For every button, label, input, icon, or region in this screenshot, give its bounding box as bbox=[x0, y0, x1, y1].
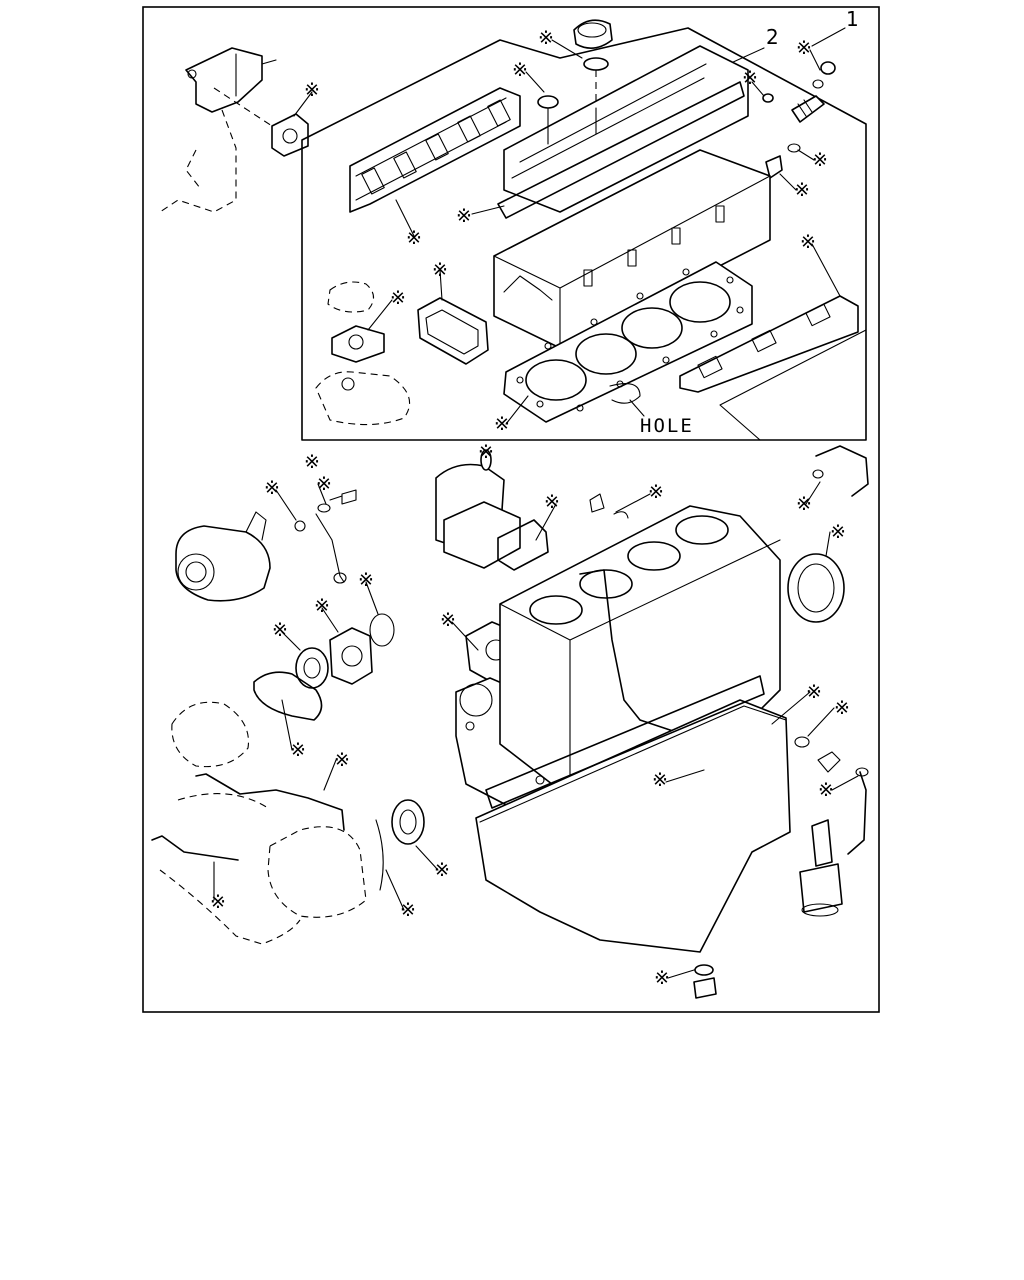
front-oil-seal bbox=[391, 799, 425, 845]
replacement-part-marks: ※ ※ ※ ※ ※ ※ ※ ※ ※ ※ ※ ※ ※ ※ ※ ※ ※ ※ ※ ※ … bbox=[210, 27, 850, 989]
mark: ※ bbox=[334, 749, 350, 771]
exhaust-manifold-gasket bbox=[349, 87, 521, 213]
vacuum-pump bbox=[175, 489, 357, 602]
drain-plug bbox=[693, 977, 717, 999]
mark: ※ bbox=[314, 595, 330, 617]
mark: ※ bbox=[652, 769, 668, 791]
oil-pan bbox=[475, 675, 791, 953]
mark: ※ bbox=[834, 697, 850, 719]
oil-filter bbox=[799, 767, 869, 917]
rear-oil-seal-inner bbox=[797, 563, 835, 613]
mark: ※ bbox=[272, 619, 288, 641]
mark: ※ bbox=[456, 205, 472, 227]
hole-leader bbox=[629, 399, 645, 417]
inner-set-box bbox=[301, 27, 867, 441]
pipe-washer bbox=[812, 469, 824, 479]
mark: ※ bbox=[654, 967, 670, 989]
hole-label: HOLE bbox=[640, 415, 694, 437]
oil-filler-cap bbox=[573, 19, 613, 130]
callout-1-leader bbox=[811, 27, 846, 47]
callout-2-label: 2 bbox=[766, 25, 779, 49]
outer-frame bbox=[142, 6, 880, 1013]
oil-pan-gasket bbox=[485, 675, 765, 809]
hole-indicator-circle bbox=[609, 383, 641, 404]
oil-pressure-washer bbox=[794, 736, 810, 748]
front-oil-seal-inner bbox=[399, 809, 417, 835]
cylinder-head bbox=[493, 149, 771, 349]
mark: ※ bbox=[406, 227, 422, 249]
inner-box-step bbox=[719, 329, 867, 441]
oil-pipe-upper bbox=[815, 445, 869, 497]
mark: ※ bbox=[796, 37, 812, 59]
mark: ※ bbox=[390, 287, 406, 309]
mark: ※ bbox=[290, 739, 306, 761]
rocker-cover bbox=[497, 45, 749, 219]
injector-nozzle bbox=[762, 61, 836, 179]
o-ring-small bbox=[369, 613, 395, 647]
gear-case-outline bbox=[171, 701, 250, 768]
drain-plug-washer bbox=[694, 964, 714, 976]
union-bolt bbox=[589, 493, 629, 519]
mark: ※ bbox=[494, 413, 510, 435]
mark: ※ bbox=[304, 451, 320, 473]
mark: ※ bbox=[434, 859, 450, 881]
thermostat-gaskets bbox=[315, 281, 411, 426]
callout-1-label: 1 bbox=[846, 7, 859, 31]
oil-seal-small bbox=[295, 647, 329, 689]
mark: ※ bbox=[478, 441, 494, 463]
mark: ※ bbox=[796, 493, 812, 515]
mark: ※ bbox=[210, 891, 226, 913]
oil-cooler-nipple bbox=[480, 449, 492, 471]
mark: ※ bbox=[818, 779, 834, 801]
mark: ※ bbox=[440, 609, 456, 631]
mark: ※ bbox=[400, 899, 416, 921]
crank-pulley-outline bbox=[267, 826, 367, 918]
crank-seal-strip bbox=[375, 819, 384, 891]
timing-gasket-strip-lower bbox=[151, 835, 239, 861]
seal-retainer bbox=[329, 627, 373, 685]
mark: ※ bbox=[512, 59, 528, 81]
rear-oil-seal bbox=[787, 553, 845, 623]
timing-gasket-strip-upper bbox=[195, 773, 345, 831]
mark: ※ bbox=[812, 149, 828, 171]
oil-cooler-o-ring bbox=[497, 519, 549, 571]
case-outline-lower bbox=[159, 793, 301, 945]
mark: ※ bbox=[544, 491, 560, 513]
water-outlet-housing bbox=[159, 47, 309, 213]
mark: ※ bbox=[794, 179, 810, 201]
mark-leaders bbox=[213, 39, 859, 979]
timing-cover-gasket bbox=[253, 671, 323, 721]
mark: ※ bbox=[264, 477, 280, 499]
mark: ※ bbox=[648, 481, 664, 503]
oil-cooler-gasket bbox=[443, 501, 521, 569]
oil-pressure-switch bbox=[817, 751, 841, 773]
mark: ※ bbox=[304, 79, 320, 101]
oil-seal-small-inner bbox=[303, 657, 321, 679]
mark: ※ bbox=[830, 521, 846, 543]
seal-retainer-bore bbox=[341, 645, 363, 667]
cylinder-head-gasket bbox=[503, 261, 753, 423]
mark: ※ bbox=[358, 569, 374, 591]
mark: ※ bbox=[806, 681, 822, 703]
water-pump-gasket bbox=[417, 297, 489, 365]
mark: ※ bbox=[538, 27, 554, 49]
mark: ※ bbox=[800, 231, 816, 253]
